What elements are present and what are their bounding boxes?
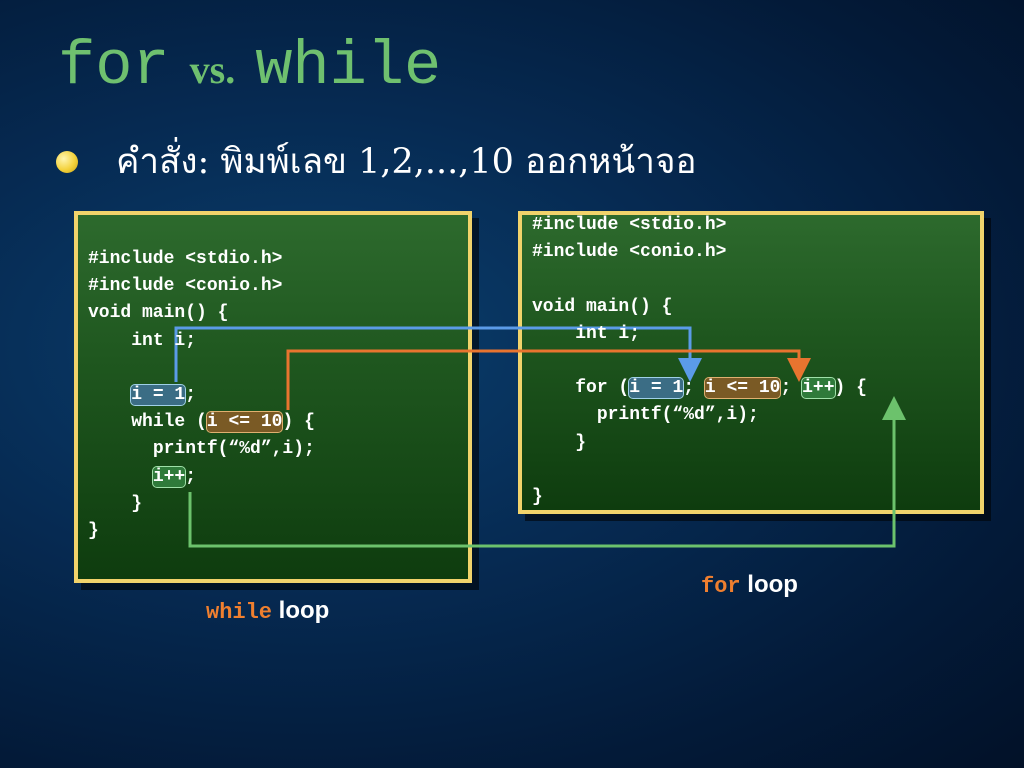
code-line: printf(“%d”,i); [596, 405, 759, 426]
caption-keyword: while [206, 600, 273, 625]
init-connector-arrow [174, 326, 702, 382]
caption-word: loop [272, 597, 330, 624]
while-condition-highlight: i <= 10 [205, 411, 284, 434]
for-increment-highlight: i++ [801, 377, 836, 400]
bullet-item: คำสั่ง: พิมพ์เลข 1,2,...,10 ออกหน้าจอ [56, 134, 696, 189]
condition-connector-arrow [286, 349, 811, 410]
title-for: for [58, 31, 170, 102]
bullet-text: คำสั่ง: พิมพ์เลข 1,2,...,10 ออกหน้าจอ [116, 142, 697, 182]
while-loop-caption: while loop [206, 597, 329, 625]
code-line: printf(“%d”,i); [152, 439, 315, 460]
code-line: void main() { [532, 296, 673, 317]
title-vs: vs. [189, 47, 236, 92]
code-line: void main() { [88, 303, 229, 324]
code-line: #include <stdio.h> [88, 249, 283, 269]
code-line: #include <conio.h> [532, 242, 727, 263]
for-loop-caption: for loop [701, 571, 798, 599]
code-line: while ( [131, 412, 207, 433]
code-line: #include <conio.h> [88, 276, 283, 297]
while-code: #include <stdio.h> #include <conio.h> vo… [88, 249, 315, 542]
increment-connector-arrow [188, 396, 906, 548]
title-while: while [255, 31, 442, 102]
code-line: for ( [575, 378, 630, 399]
while-increment-highlight: i++ [151, 465, 187, 488]
code-line: #include <stdio.h> [532, 215, 727, 235]
code-line: int i; [131, 330, 197, 351]
for-init-highlight: i = 1 [628, 377, 685, 400]
for-code: #include <stdio.h> #include <conio.h> vo… [532, 215, 867, 508]
code-line: } [88, 521, 99, 542]
code-line: } [532, 487, 543, 508]
while-init-highlight: i = 1 [130, 384, 187, 407]
code-line: int i; [575, 323, 641, 344]
for-code-box [518, 211, 984, 514]
caption-keyword: for [701, 574, 741, 599]
code-line: } [575, 432, 587, 453]
code-line: } [131, 493, 143, 514]
for-condition-highlight: i <= 10 [703, 377, 782, 400]
slide-title: for vs. while [58, 28, 441, 105]
bullet-dot-icon [56, 150, 78, 173]
while-code-box [74, 211, 472, 583]
caption-word: loop [740, 571, 798, 598]
